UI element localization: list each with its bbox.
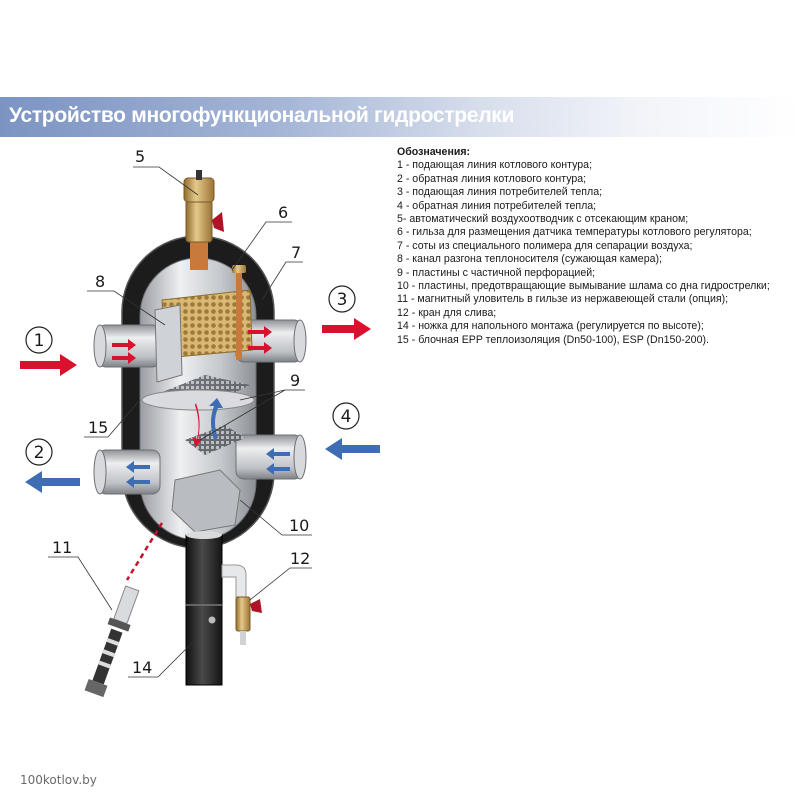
accelerator-plate bbox=[154, 304, 183, 383]
callout-7: 7 bbox=[291, 243, 301, 262]
drain-handle-icon bbox=[250, 599, 262, 613]
drain-valve bbox=[235, 596, 251, 632]
outlet-arrow-2 bbox=[25, 471, 80, 493]
circled-label-1: 1 bbox=[25, 326, 53, 354]
callout-10: 10 bbox=[289, 516, 309, 535]
vent-pipe bbox=[190, 240, 208, 270]
air-vent-valve bbox=[185, 199, 213, 243]
legend-item: 6 - гильза для размещения датчика темпер… bbox=[397, 226, 752, 239]
sensor-sleeve bbox=[236, 270, 242, 360]
svg-text:2: 2 bbox=[34, 443, 45, 463]
svg-text:3: 3 bbox=[337, 290, 348, 310]
watermark: 100kotlov.by bbox=[20, 773, 97, 787]
vent-handle-icon bbox=[212, 212, 224, 232]
callout-9: 9 bbox=[290, 371, 300, 390]
legend-item: 3 - подающая линия потребителей тепла; bbox=[397, 186, 603, 199]
cold-flow-arrows-inner bbox=[126, 398, 290, 488]
magnet-dash-line bbox=[125, 522, 164, 581]
legend-item: 2 - обратная линия котлового контура; bbox=[397, 172, 587, 185]
legend-item: 4 - обратная линия потребителей тепла; bbox=[397, 199, 597, 212]
legend-item: 12 - кран для слива; bbox=[397, 306, 497, 319]
page-title: Устройство многофункциональной гидростре… bbox=[9, 104, 515, 127]
circled-label-2: 2 bbox=[25, 438, 53, 466]
outlet-arrow-3 bbox=[322, 318, 371, 340]
legend-item: 9 - пластины с частичной перфорацией; bbox=[397, 266, 596, 279]
callout-12: 12 bbox=[290, 549, 310, 568]
magnetic-catcher bbox=[84, 585, 140, 698]
title-banner: Устройство многофункциональной гидростре… bbox=[0, 97, 801, 137]
divider-disc bbox=[141, 389, 255, 411]
leader-lines bbox=[48, 166, 312, 678]
inlet-arrow-4 bbox=[325, 438, 380, 460]
legend-item: 8 - канал разгона теплоносителя (сужающа… bbox=[397, 253, 662, 266]
svg-text:1: 1 bbox=[34, 331, 45, 351]
hydraulic-separator-diagram: 1 2 3 4 5 6 7 8 9 10 11 12 14 15 bbox=[20, 147, 380, 698]
sludge-plates bbox=[171, 469, 241, 533]
hot-flow-arrows-inner bbox=[112, 326, 272, 447]
legend-item: 15 - блочная EPP теплоизоляция (Dn50-100… bbox=[397, 333, 709, 346]
legend-item: 7 - соты из специального полимера для се… bbox=[397, 239, 693, 252]
circled-label-4: 4 bbox=[332, 402, 360, 430]
perforated-plate-lower bbox=[185, 425, 245, 455]
callout-15: 15 bbox=[88, 418, 108, 437]
inlet-arrow-1 bbox=[20, 354, 77, 376]
legend-item: 11 - магнитный уловитель в гильзе из нер… bbox=[397, 293, 729, 306]
callout-5: 5 bbox=[135, 147, 145, 166]
pipe-outlet-2 bbox=[97, 449, 161, 495]
callout-14: 14 bbox=[132, 658, 152, 677]
callout-6: 6 bbox=[278, 203, 288, 222]
legend-item: 10 - пластины, предотвращающие вымывание… bbox=[397, 280, 770, 293]
legend-item: 1 - подающая линия котлового контура; bbox=[397, 159, 593, 172]
legend-item: 14 - ножка для напольного монтажа (регул… bbox=[397, 320, 704, 333]
pipe-inlet-4 bbox=[235, 434, 303, 480]
legend: Обозначения: 1 - подающая линия котловог… bbox=[397, 146, 770, 347]
circled-label-3: 3 bbox=[328, 285, 356, 313]
callout-8: 8 bbox=[95, 272, 105, 291]
legend-title: Обозначения: bbox=[397, 146, 471, 158]
svg-text:4: 4 bbox=[341, 407, 352, 427]
callout-11: 11 bbox=[52, 538, 72, 557]
legend-item: 5- автоматический воздухоотводчик с отсе… bbox=[397, 213, 689, 226]
stand-leg bbox=[185, 534, 223, 686]
drain-elbow bbox=[221, 564, 247, 598]
